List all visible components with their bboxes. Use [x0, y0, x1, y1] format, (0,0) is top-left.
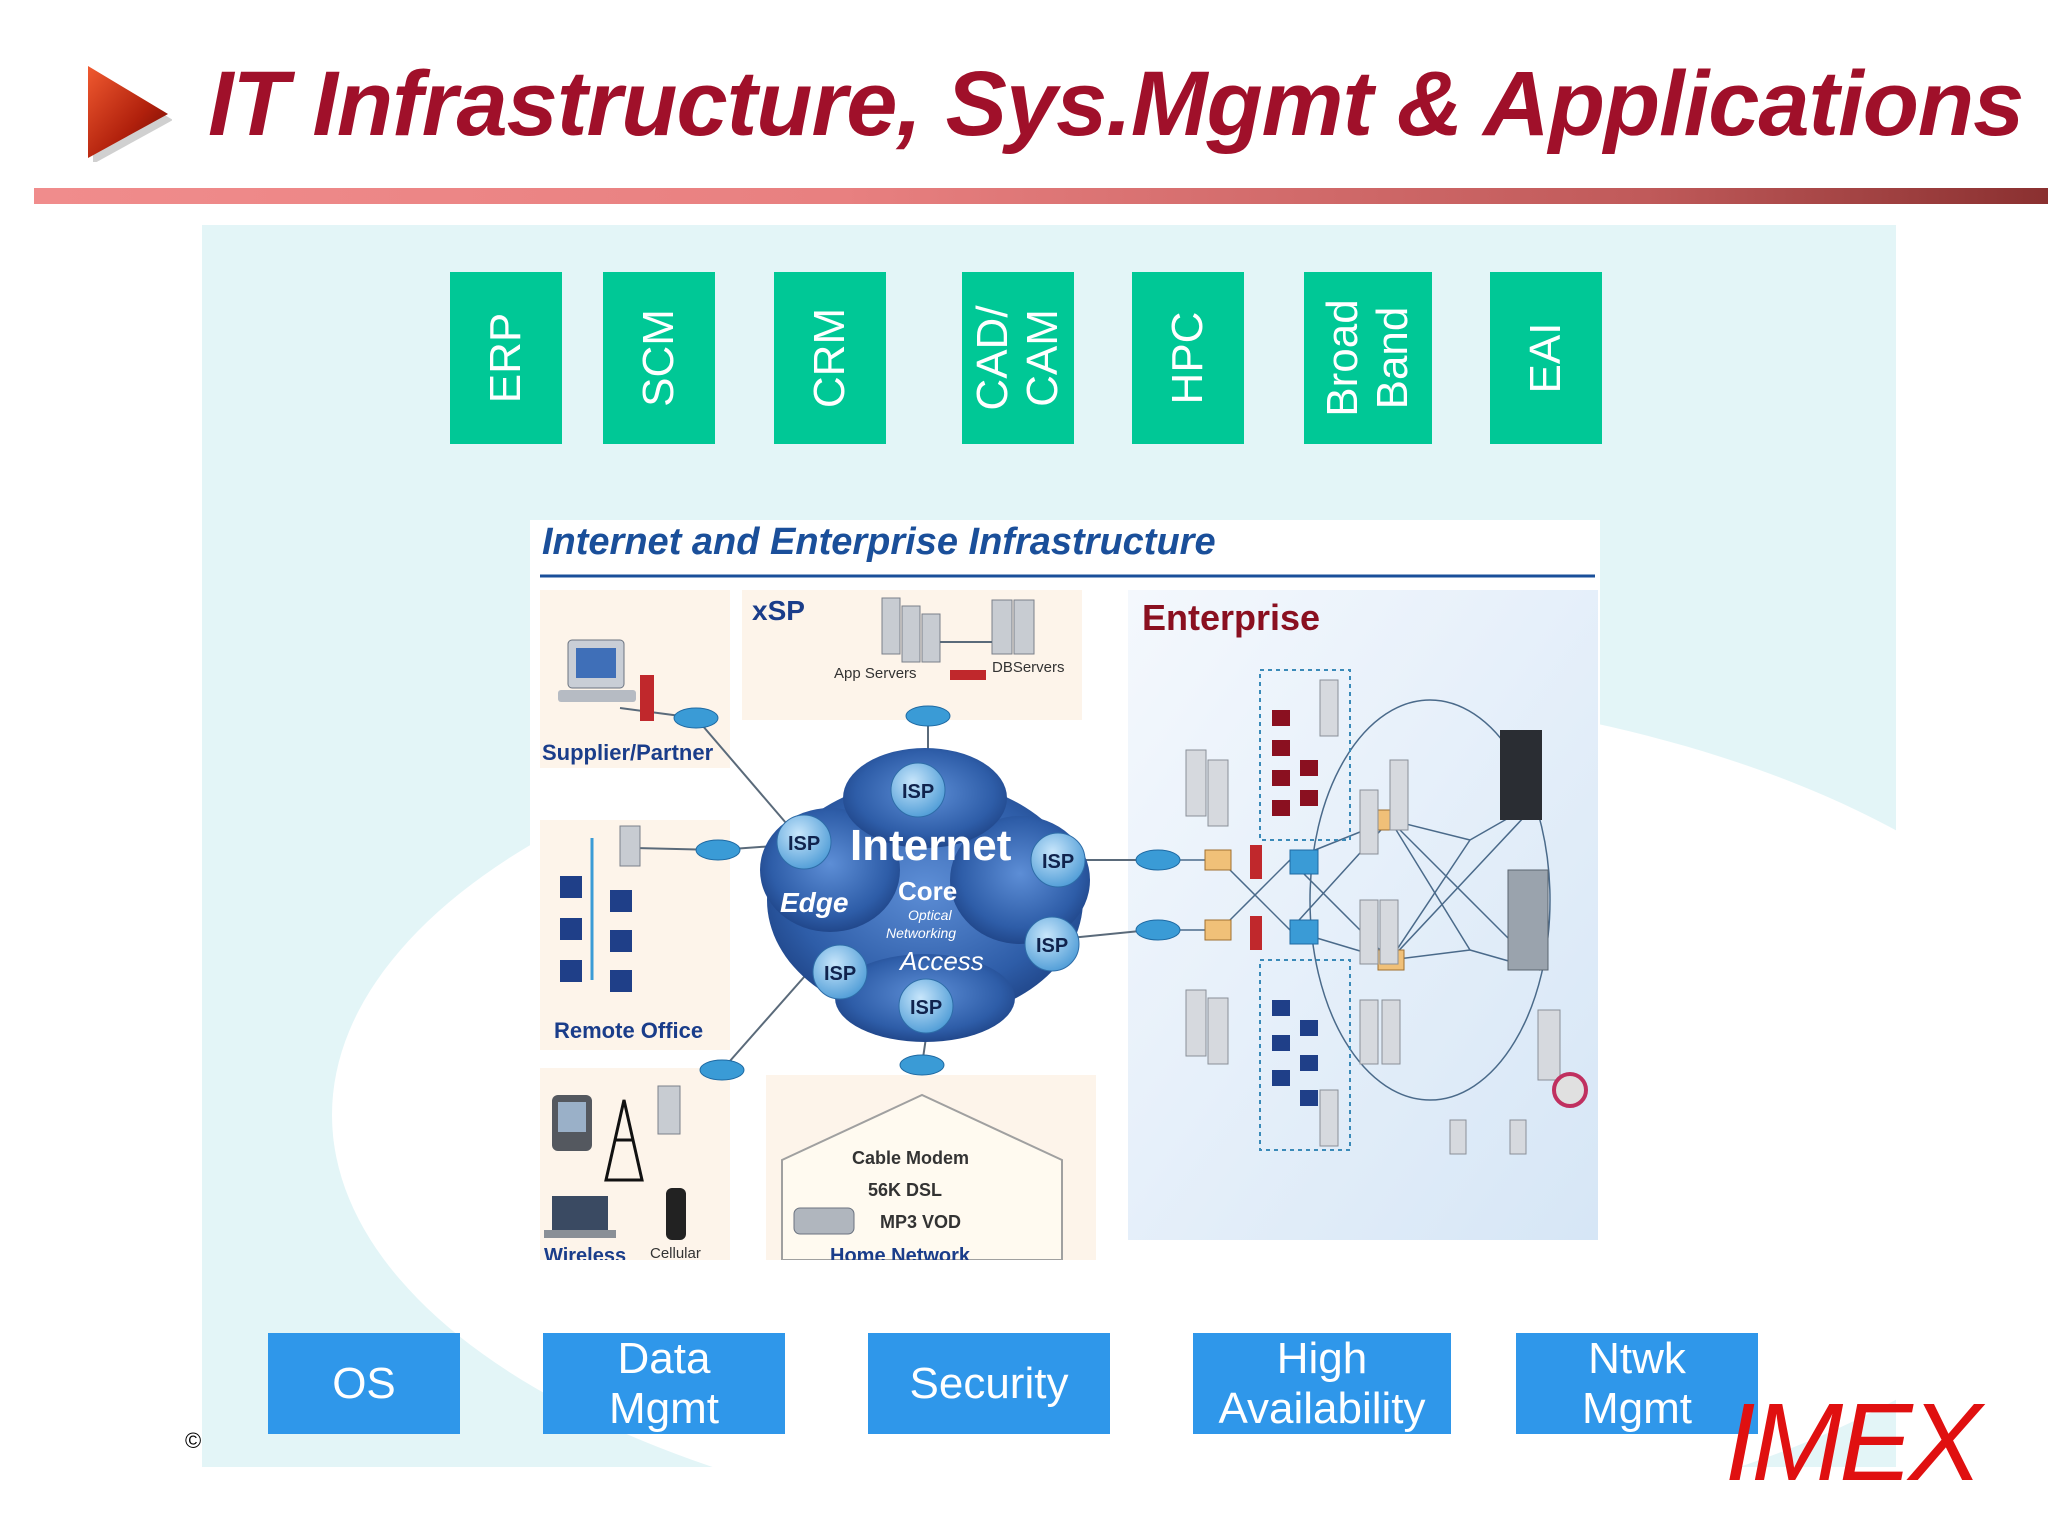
- infra-box-ntwk-mgmt: Ntwk Mgmt: [1516, 1333, 1758, 1434]
- isp-node: ISP: [776, 814, 832, 870]
- isp-node: ISP: [812, 944, 868, 1000]
- laptop-icon: [552, 1196, 608, 1230]
- wireless-router-icon: [699, 1059, 745, 1081]
- cloud-access-label: Access: [898, 946, 984, 976]
- storage-array-icon: [1507, 869, 1549, 971]
- home-router-icon: [899, 1054, 945, 1076]
- app-label-broadband: Broad Band: [1318, 299, 1417, 417]
- cellphone-icon: [666, 1188, 686, 1240]
- firewall-icon: [640, 675, 654, 721]
- app-box-cad-cam: CAD/ CAM: [962, 272, 1074, 444]
- infrastructure-diagram: Internet and Enterprise Infrastructure S…: [530, 520, 1600, 1260]
- lan-segment-bottom: [1259, 959, 1351, 1151]
- infra-box-security: Security: [868, 1333, 1110, 1434]
- remote-office-label: Remote Office: [554, 1018, 703, 1043]
- remote-server-icon: [619, 825, 641, 867]
- app-label-hpc: HPC: [1163, 311, 1212, 405]
- enterprise-hubs-icon: [1289, 849, 1319, 945]
- enterprise-label: Enterprise: [1142, 597, 1320, 638]
- modem-icon: [793, 1207, 855, 1235]
- app-box-eai: EAI: [1490, 272, 1602, 444]
- db-servers-icon: [991, 599, 1035, 655]
- enterprise-servers-icon: [1185, 679, 1561, 1155]
- copyright-mark: ©: [185, 1428, 202, 1453]
- isp-node: ISP: [898, 978, 954, 1034]
- app-box-broadband: Broad Band: [1304, 272, 1432, 444]
- cloud-networking-label: Networking: [886, 925, 956, 941]
- supplier-label: Supplier/Partner: [542, 740, 714, 765]
- cloud-core-label: Core: [898, 876, 957, 906]
- infra-box-high-availability: High Availability: [1193, 1333, 1451, 1434]
- enterprise-routers-icon: [1135, 849, 1181, 941]
- mainframe-icon: [1500, 730, 1542, 820]
- title-rule: [34, 188, 2048, 204]
- cloud-internet-label: Internet: [850, 821, 1012, 870]
- cloud-edge-label: Edge: [780, 887, 848, 918]
- wireless-label: Wireless: [544, 1245, 626, 1260]
- app-label-cad-cam: CAD/ CAM: [968, 305, 1067, 411]
- xsp-label: xSP: [752, 595, 805, 626]
- svg-text:ISP: ISP: [902, 781, 934, 803]
- lan-segment-top: [1259, 669, 1351, 841]
- app-label-eai: EAI: [1521, 322, 1570, 394]
- infra-box-os: OS: [268, 1333, 460, 1434]
- svg-text:ISP: ISP: [1042, 851, 1074, 873]
- remote-router-icon: [695, 839, 741, 861]
- enterprise-workstations-icon: [1272, 710, 1318, 816]
- app-box-hpc: HPC: [1132, 272, 1244, 444]
- title-arrow-icon: [88, 66, 172, 162]
- app-box-scm: SCM: [603, 272, 715, 444]
- db-servers-label: DBServers: [992, 659, 1065, 676]
- imex-logo: IMEX: [1725, 1381, 1982, 1504]
- xsp-router-icon: [905, 705, 951, 727]
- app-label-crm: CRM: [805, 307, 854, 409]
- home-line-2: 56K DSL: [868, 1180, 942, 1200]
- app-box-crm: CRM: [774, 272, 886, 444]
- app-servers-icon: [881, 597, 941, 663]
- cloud-optical-label: Optical: [908, 907, 952, 923]
- xsp-firewall-icon: [950, 670, 986, 680]
- app-label-erp: ERP: [481, 312, 530, 404]
- app-box-erp: ERP: [450, 272, 562, 444]
- app-label-scm: SCM: [634, 309, 683, 407]
- svg-text:ISP: ISP: [824, 963, 856, 985]
- backup-disc-icon: [1552, 1072, 1588, 1108]
- enterprise-firewalls-icon: [1250, 845, 1262, 950]
- infra-box-data-mgmt: Data Mgmt: [543, 1333, 785, 1434]
- remote-workstations-icon: [560, 876, 632, 992]
- isp-node: ISP: [1024, 916, 1080, 972]
- isp-node: ISP: [890, 762, 946, 818]
- isp-node: ISP: [1030, 832, 1086, 888]
- home-network-label: Home Network: [830, 1245, 971, 1260]
- cell-tower-icon: [604, 1099, 644, 1182]
- svg-text:ISP: ISP: [1036, 935, 1068, 957]
- svg-text:ISP: ISP: [788, 833, 820, 855]
- home-line-1: Cable Modem: [852, 1148, 969, 1168]
- app-servers-label: App Servers: [834, 665, 917, 682]
- cellular-label: Cellular: [650, 1245, 701, 1260]
- slide-title: IT Infrastructure, Sys.Mgmt & Applicatio…: [208, 53, 2024, 155]
- diagram-title: Internet and Enterprise Infrastructure: [542, 521, 1216, 563]
- router-icon: [673, 707, 719, 729]
- svg-text:ISP: ISP: [910, 997, 942, 1019]
- home-line-3: MP3 VOD: [880, 1212, 961, 1232]
- enterprise-clients-icon: [1272, 1000, 1318, 1106]
- wireless-server-icon: [657, 1085, 681, 1135]
